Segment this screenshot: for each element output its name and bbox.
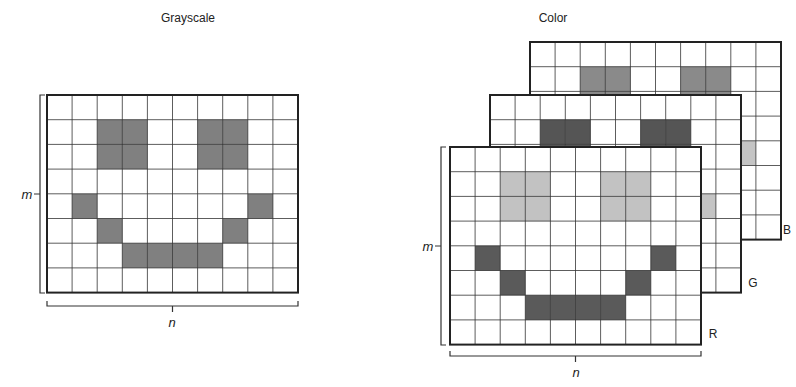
grayscale-grid (47, 95, 298, 293)
grid-line (530, 91, 781, 92)
pixel-cell (681, 67, 706, 92)
panel-title: Color (539, 12, 568, 24)
channel-label: B (783, 224, 791, 236)
pixel-cell (173, 243, 198, 268)
dimension-bracket (435, 147, 446, 345)
pixel-cell (641, 120, 666, 145)
pixel-cell (525, 196, 550, 221)
grid-line (450, 270, 701, 271)
grid-line (530, 66, 781, 67)
grid-line (450, 171, 701, 172)
grid-line (47, 169, 298, 170)
grid-line (47, 243, 298, 244)
dimension-label: n (572, 366, 579, 379)
pixel-cell (72, 194, 97, 219)
pixel-cell (601, 196, 626, 221)
pixel-cell (97, 219, 122, 244)
dimension-bracket (34, 95, 45, 293)
pixel-cell (666, 120, 691, 145)
pixel-cell (601, 295, 626, 320)
dimension-label: n (168, 316, 175, 329)
grid-line (450, 295, 701, 296)
pixel-cell (601, 172, 626, 197)
pixel-cell (122, 144, 147, 169)
grid-line (47, 193, 298, 194)
pixel-cell (550, 295, 575, 320)
grid-ground (450, 147, 701, 345)
pixel-cell (97, 120, 122, 145)
grid-line (47, 267, 298, 268)
pixel-cell (223, 144, 248, 169)
dimension-label: m (423, 240, 434, 253)
pixel-cell (248, 194, 273, 219)
pixel-cell (500, 196, 525, 221)
grid-line (450, 245, 701, 246)
pixel-cell (540, 120, 565, 145)
pixel-cell (580, 67, 605, 92)
grid-line (47, 119, 298, 120)
pixel-cell (147, 243, 172, 268)
pixel-cell (198, 144, 223, 169)
pixel-cell (605, 67, 630, 92)
red-channel-grid (450, 147, 701, 345)
pixel-cell (122, 120, 147, 145)
pixel-cell (565, 120, 590, 145)
grid-border (47, 95, 298, 293)
pixel-cell (651, 246, 676, 271)
pixel-cell (626, 271, 651, 296)
grid-line (450, 319, 701, 320)
grid-border (450, 147, 701, 345)
grid-line (450, 196, 701, 197)
pixel-cell (223, 219, 248, 244)
pixel-cell (525, 172, 550, 197)
pixel-cell (626, 196, 651, 221)
grid-line (450, 221, 701, 222)
pixel-cell (706, 67, 731, 92)
pixel-cell (122, 243, 147, 268)
grid-line (490, 119, 741, 120)
pixel-cell (500, 271, 525, 296)
pixel-cell (97, 144, 122, 169)
pixel-cell (500, 172, 525, 197)
dimension-bracket (450, 351, 701, 362)
panel-title: Grayscale (161, 12, 215, 24)
grid-line (490, 144, 741, 145)
pixel-cell (525, 295, 550, 320)
pixel-cell (626, 172, 651, 197)
pixel-cell (198, 243, 223, 268)
pixel-cell (223, 120, 248, 145)
dimension-label: m (22, 188, 33, 201)
pixel-cell (198, 120, 223, 145)
grid-line (47, 144, 298, 145)
grid-line (47, 218, 298, 219)
dimension-bracket (47, 301, 298, 312)
pixel-cell (475, 246, 500, 271)
pixel-cell (576, 295, 601, 320)
grid-ground (47, 95, 298, 293)
channel-label: R (709, 328, 718, 340)
channel-label: G (748, 277, 757, 289)
